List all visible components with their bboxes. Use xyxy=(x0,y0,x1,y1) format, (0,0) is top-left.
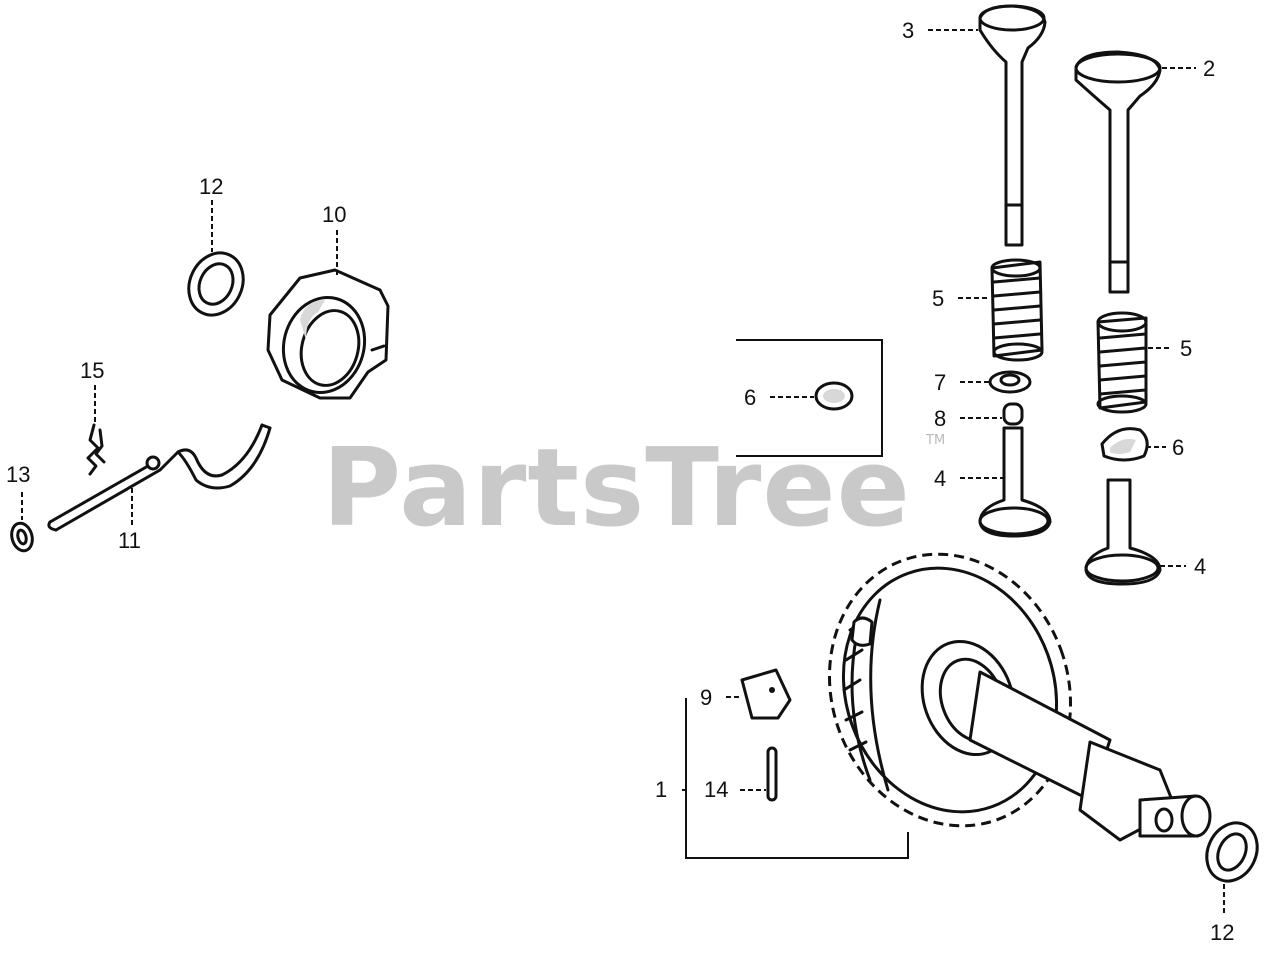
callout-7: 7 xyxy=(934,370,946,395)
part-5-valve-spring-right[interactable] xyxy=(1096,311,1148,414)
callout-8: 8 xyxy=(934,406,946,431)
callout-6-inset: 6 xyxy=(744,385,756,410)
part-14-pin[interactable] xyxy=(766,746,778,802)
part-5-valve-spring-left[interactable] xyxy=(990,258,1044,362)
callout-4-left: 4 xyxy=(934,466,946,491)
part-13-washer[interactable] xyxy=(9,521,36,553)
part-4-tappet-left[interactable] xyxy=(978,426,1052,538)
part-8-valve-cap[interactable] xyxy=(1002,402,1024,426)
part-11-governor-arm[interactable] xyxy=(47,423,272,532)
callout-9: 9 xyxy=(700,685,712,710)
callout-6-right: 6 xyxy=(1172,435,1184,460)
part-10-bearing-housing[interactable] xyxy=(266,268,390,402)
part-7-spring-retainer[interactable] xyxy=(988,370,1032,394)
part-9-plate[interactable] xyxy=(740,668,792,720)
callout-11: 11 xyxy=(118,528,141,553)
watermark-trademark: TM xyxy=(925,433,945,448)
part-1-camshaft-gear[interactable] xyxy=(792,520,1212,860)
callout-13: 13 xyxy=(6,462,30,487)
part-4-tappet-right[interactable] xyxy=(1084,478,1162,586)
part-12-washer-right[interactable] xyxy=(1198,815,1267,890)
callout-3: 3 xyxy=(902,18,914,43)
callout-14: 14 xyxy=(704,777,728,802)
part-6-valve-keeper[interactable] xyxy=(1100,427,1149,462)
part-12-washer-left[interactable] xyxy=(179,244,253,324)
part-6-boxed-inset xyxy=(736,339,883,457)
watermark-text: PartsTree xyxy=(322,426,911,551)
callout-5-left: 5 xyxy=(932,286,944,311)
callout-12-right: 12 xyxy=(1210,920,1234,945)
callout-2: 2 xyxy=(1203,56,1215,81)
callout-12-left: 12 xyxy=(199,174,223,199)
callout-5-right: 5 xyxy=(1180,336,1192,361)
callout-1: 1 xyxy=(655,777,667,802)
part-15-clip[interactable] xyxy=(86,423,106,476)
part-6-valve-keeper-inset[interactable] xyxy=(814,381,854,411)
callout-15: 15 xyxy=(80,358,104,383)
part-3-valve[interactable] xyxy=(978,4,1047,247)
callout-4-right: 4 xyxy=(1194,554,1206,579)
part-2-valve[interactable] xyxy=(1074,50,1162,294)
callout-10: 10 xyxy=(322,202,346,227)
